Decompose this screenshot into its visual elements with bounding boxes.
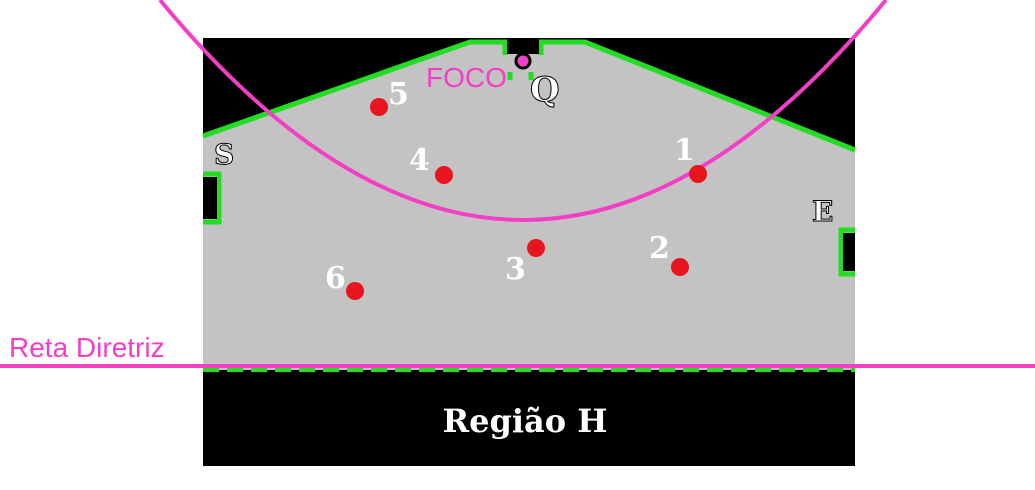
- door-s-bracket: [203, 171, 222, 225]
- point-1: [689, 165, 707, 183]
- point-6: [346, 282, 364, 300]
- point-label-6: 6: [325, 261, 346, 296]
- door-e-gap: [843, 233, 855, 271]
- room-walls: [202, 39, 856, 372]
- region-label: Região H: [443, 402, 608, 440]
- point-4: [435, 166, 453, 184]
- point-label-3: 3: [505, 252, 526, 287]
- door-label-s: S: [214, 138, 234, 171]
- door-q-gap: [507, 40, 539, 54]
- focus-point: [514, 52, 532, 70]
- red-points: [346, 98, 707, 300]
- point-3: [527, 239, 545, 257]
- point-label-5: 5: [388, 77, 409, 112]
- wall-right-roof: [538, 39, 856, 153]
- door-e-bracket: [838, 227, 855, 277]
- door-s-gap: [203, 177, 217, 219]
- point-2: [671, 258, 689, 276]
- point-5: [370, 98, 388, 116]
- room-floor: [203, 42, 855, 370]
- parabola-curve: [158, 0, 888, 222]
- door-label-e: E: [812, 195, 833, 228]
- point-label-1: 1: [674, 133, 695, 168]
- focus-label: FOCO: [426, 62, 507, 93]
- door-label-q: Q: [530, 70, 560, 110]
- directrix-label: Reta Diretriz: [9, 332, 165, 363]
- point-label-4: 4: [409, 143, 430, 178]
- point-label-2: 2: [649, 231, 670, 266]
- wall-left-roof: [202, 39, 508, 139]
